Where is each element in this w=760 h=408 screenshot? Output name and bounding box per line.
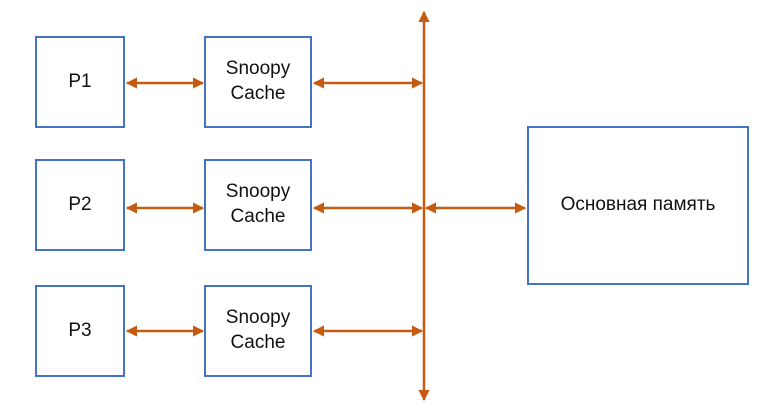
snoopy-cache-2-box: Snoopy Cache xyxy=(204,159,312,251)
processor-p3-box: P3 xyxy=(35,285,125,377)
processor-p3-label: P3 xyxy=(68,319,92,341)
main-memory-label: Основная память xyxy=(560,194,716,216)
snoopy-cache-3-box: Snoopy Cache xyxy=(204,285,312,377)
main-memory-box: Основная память xyxy=(527,126,749,285)
processor-p1-box: P1 xyxy=(35,36,125,128)
snoopy-cache-1-box: Snoopy Cache xyxy=(204,36,312,128)
snoopy-cache-1-label: Snoopy Cache xyxy=(225,58,291,104)
processor-p1-label: P1 xyxy=(68,70,92,92)
processor-p2-box: P2 xyxy=(35,159,125,251)
processor-p2-label: P2 xyxy=(68,193,92,215)
snoopy-cache-3-label: Snoopy Cache xyxy=(225,307,291,353)
snoopy-cache-2-label: Snoopy Cache xyxy=(225,181,291,227)
